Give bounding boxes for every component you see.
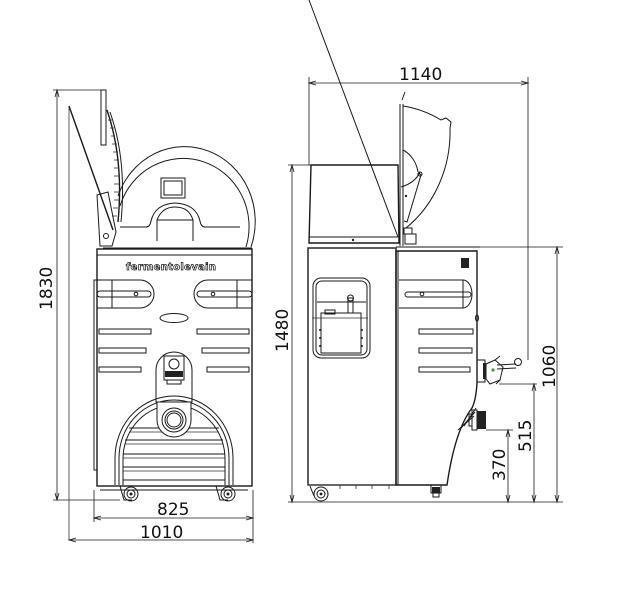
front-valve (155, 351, 193, 403)
front-caster-left (119, 485, 139, 502)
front-cabinet: fermentolevain (93, 248, 253, 491)
right-vents (196, 328, 250, 373)
side-handle (399, 279, 473, 309)
lid-ribs (108, 119, 119, 217)
dim-overall-depth: 1140 (399, 65, 442, 85)
badge-oval (159, 313, 189, 323)
dim-lower-connection-height: 370 (490, 449, 510, 481)
dim-outlet-height: 1060 (540, 345, 560, 388)
dim-overall-height: 1830 (37, 267, 57, 310)
dim-body-width: 825 (157, 500, 189, 520)
left-handle (96, 279, 155, 309)
brand-label: fermentolevain (126, 262, 216, 273)
side-left-cabinet (307, 0, 400, 489)
side-caster-right (430, 484, 442, 498)
side-dimensions: 1140 1480 1060 515 370 (273, 65, 563, 504)
dim-overall-width: 1010 (140, 523, 183, 543)
side-view (307, 0, 522, 502)
lower-door (114, 395, 234, 485)
side-vents (418, 328, 474, 373)
open-lid (68, 89, 124, 247)
inspection-window (312, 277, 371, 359)
left-vents (98, 328, 152, 373)
dim-upper-connection-height: 515 (516, 420, 536, 452)
side-outlet-valve (476, 355, 522, 385)
right-handle (193, 279, 253, 309)
side-right-cabinet (395, 246, 480, 486)
front-view: fermentolevain (68, 89, 256, 502)
dim-cabinet-height: 1480 (273, 309, 293, 352)
display-screen (160, 177, 186, 199)
valve-indicator (491, 368, 495, 372)
control-knob (461, 258, 469, 268)
side-lower-connection (468, 409, 486, 431)
front-dimensions: 1830 825 1010 (37, 88, 255, 543)
side-caster-left (309, 485, 329, 502)
dome-top (103, 146, 256, 249)
front-caster-right (215, 485, 236, 502)
side-open-lid (399, 91, 452, 246)
